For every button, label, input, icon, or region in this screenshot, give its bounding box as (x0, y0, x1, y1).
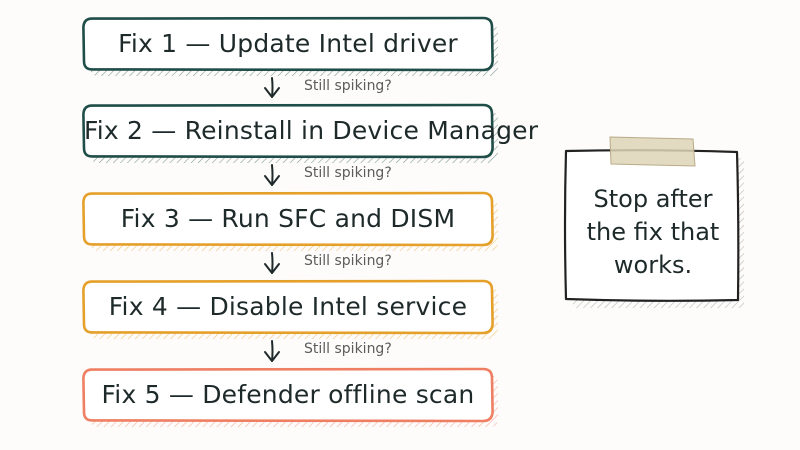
connector-1-label: Still spiking? (304, 77, 392, 94)
step-2-label: Fix 2 — Reinstall in Device Manager (84, 116, 539, 145)
arrow-1 (264, 77, 280, 98)
arrow-3 (264, 252, 280, 274)
step-4-box (82, 279, 494, 335)
step-4-label: Fix 4 — Disable Intel service (108, 292, 468, 321)
step-5-label: Fix 5 — Defender offline scan (101, 380, 475, 409)
step-1-label: Fix 1 — Update Intel driver (118, 29, 458, 58)
sticky-note-text: Stop after the fix that works. (586, 185, 720, 279)
arrow-2 (264, 164, 280, 186)
note-tape (609, 136, 696, 167)
step-5-box (82, 367, 494, 423)
step-1-box (82, 16, 494, 72)
step-3-label: Fix 3 — Run SFC and DISM (120, 204, 456, 233)
connector-4-label: Still spiking? (304, 341, 392, 357)
connector-3-label: Still spiking? (304, 253, 392, 269)
step-2-box (82, 103, 494, 159)
step-3-box (82, 191, 494, 247)
connector-2-label: Still spiking? (304, 165, 392, 181)
arrow-4 (264, 340, 280, 362)
